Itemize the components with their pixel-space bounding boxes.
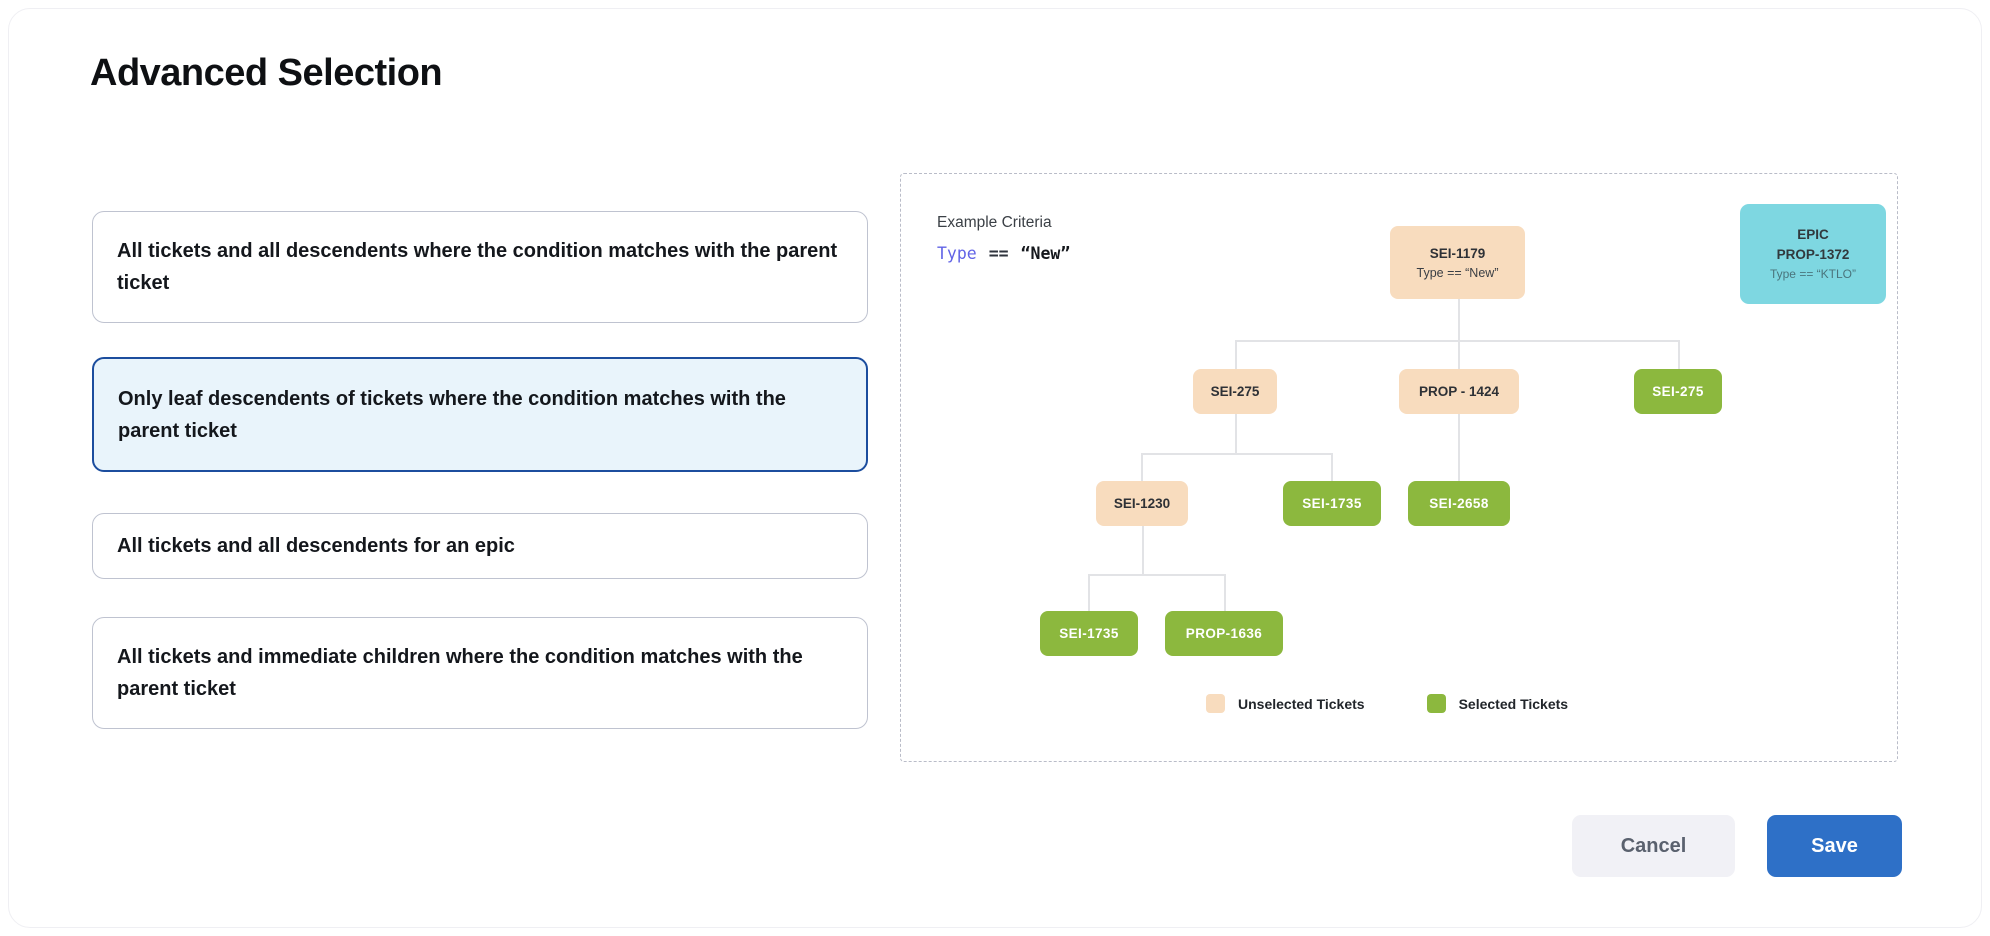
ticket-node: PROP - 1424 xyxy=(1399,369,1519,414)
ticket-node: SEI-1735 xyxy=(1283,481,1381,526)
tree-connector xyxy=(1235,340,1679,342)
tree-connector xyxy=(1141,453,1143,481)
save-button[interactable]: Save xyxy=(1767,815,1902,877)
tree-connector xyxy=(1224,574,1226,611)
ticket-node: SEI-1230 xyxy=(1096,481,1188,526)
tree-connector xyxy=(1235,340,1237,369)
legend-label: Selected Tickets xyxy=(1458,695,1569,712)
selected-swatch-icon xyxy=(1426,694,1446,713)
legend: Unselected Tickets Selected Tickets xyxy=(1206,694,1568,713)
tree-connector xyxy=(1331,453,1333,481)
ticket-node: SEI-1735 xyxy=(1040,611,1138,656)
option-label: All tickets and immediate children where… xyxy=(117,646,803,700)
tree-connector xyxy=(1088,574,1225,576)
ticket-criteria: Type == “New” xyxy=(1416,265,1499,280)
option-label: All tickets and all descendents where th… xyxy=(117,240,838,294)
epic-card: EPIC PROP-1372 Type == “KTLO” xyxy=(1740,204,1886,304)
tree-connector xyxy=(1088,574,1090,611)
ticket-node: SEI-2658 xyxy=(1408,481,1510,526)
tree-connector xyxy=(1458,340,1460,369)
option-label: All tickets and all descendents for an e… xyxy=(117,535,515,557)
tree-connector xyxy=(1678,340,1680,369)
criteria-value: “New” xyxy=(1020,244,1071,263)
example-criteria-panel: Example Criteria Type == “New” EPIC PROP… xyxy=(900,173,1898,762)
option-all-descendents-epic[interactable]: All tickets and all descendents for an e… xyxy=(92,513,868,579)
legend-item-selected: Selected Tickets xyxy=(1426,694,1569,713)
epic-criteria: Type == “KTLO” xyxy=(1769,267,1857,281)
criteria-operator: == xyxy=(988,244,1009,263)
ticket-node-root: SEI-1179 Type == “New” xyxy=(1390,226,1525,299)
legend-item-unselected: Unselected Tickets xyxy=(1206,694,1365,713)
epic-type-label: EPIC xyxy=(1797,227,1829,242)
epic-id: PROP-1372 xyxy=(1776,247,1850,262)
ticket-node: SEI-275 xyxy=(1634,369,1722,414)
tree-connector xyxy=(1458,414,1460,481)
cancel-button[interactable]: Cancel xyxy=(1572,815,1735,877)
ticket-node: PROP-1636 xyxy=(1165,611,1283,656)
ticket-id: SEI-1179 xyxy=(1429,245,1486,261)
criteria-field: Type xyxy=(937,244,977,263)
tree-connector xyxy=(1458,299,1460,340)
tree-connector xyxy=(1235,414,1237,453)
option-all-descendents-condition[interactable]: All tickets and all descendents where th… xyxy=(92,211,868,323)
ticket-node: SEI-275 xyxy=(1193,369,1277,414)
tree-connector xyxy=(1141,453,1332,455)
legend-label: Unselected Tickets xyxy=(1238,695,1365,712)
tree-connector xyxy=(1142,526,1144,574)
criteria-expression: Type == “New” xyxy=(937,244,1070,263)
page-title: Advanced Selection xyxy=(90,52,443,94)
option-label: Only leaf descendents of tickets where t… xyxy=(118,387,786,442)
example-criteria-heading: Example Criteria xyxy=(937,214,1052,231)
option-immediate-children-condition[interactable]: All tickets and immediate children where… xyxy=(92,617,868,729)
option-leaf-descendents-condition[interactable]: Only leaf descendents of tickets where t… xyxy=(92,357,868,472)
unselected-swatch-icon xyxy=(1206,694,1225,713)
